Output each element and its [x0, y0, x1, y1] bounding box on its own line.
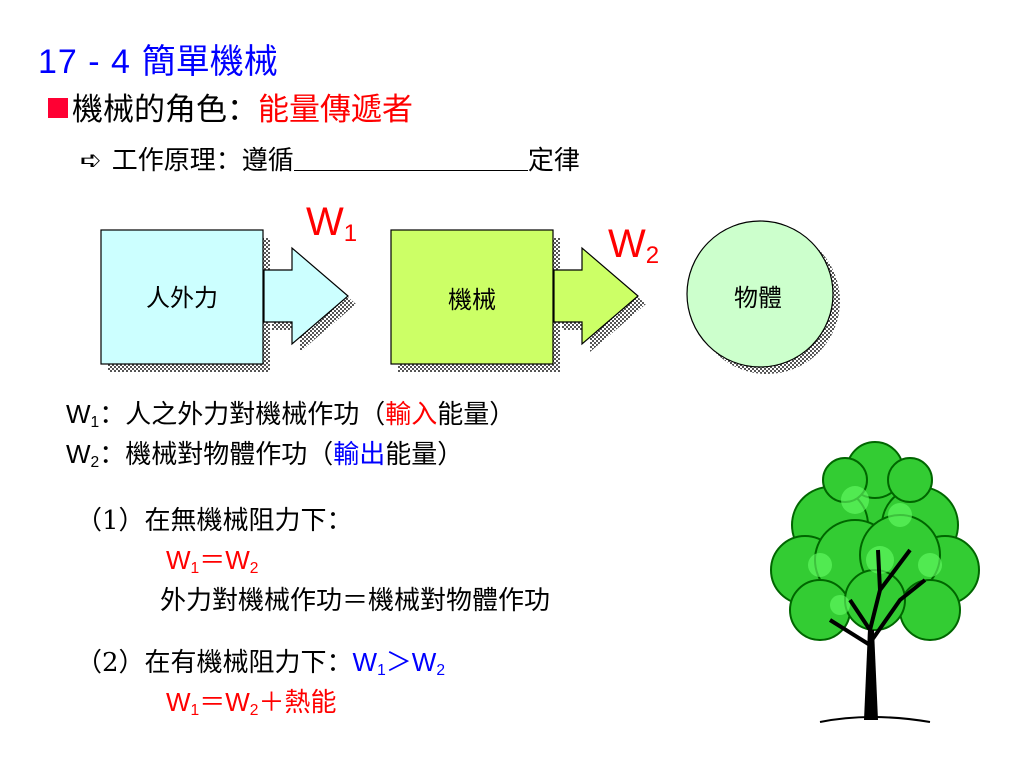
page-title: 17 - 4 簡單機械	[38, 34, 278, 83]
case2-inequality: W1＞W2	[352, 647, 446, 679]
principle-line: ➪ 工作原理：遵循 定律	[80, 140, 580, 177]
section-number: 17 - 4	[38, 43, 131, 81]
section-title: 簡單機械	[141, 42, 278, 82]
role-highlight: 能量傳遞者	[258, 92, 413, 128]
tree-icon	[770, 441, 980, 723]
case1-heading: （1）在無機械阻力下：	[76, 506, 353, 536]
w2-label: W2	[608, 222, 660, 269]
machine-label: 機械	[448, 286, 496, 314]
w1-label: W1	[306, 200, 358, 247]
arrow1-shape	[263, 246, 349, 346]
arrow2-shape	[553, 246, 639, 346]
case1-description: 外力對機械作功＝機械對物體作功	[160, 586, 551, 616]
object-circle	[686, 220, 834, 368]
case1-equation: W1＝W2	[166, 545, 259, 577]
object-label: 物體	[734, 284, 782, 312]
principle-text: 工作原理：遵循	[111, 146, 294, 176]
w1-definition: W1：人之外力對機械作功（輸入能量）	[66, 399, 516, 431]
case2-equation: W1＝W2＋熱能	[166, 687, 337, 719]
external-force-label: 人外力	[146, 284, 218, 312]
role-bullet: 機械的角色：能量傳遞者	[48, 84, 413, 129]
role-label: 機械的角色：	[72, 92, 258, 128]
principle-suffix: 定律	[527, 146, 580, 176]
fill-in-blank	[293, 146, 528, 171]
w2-definition: W2：機械對物體作功（輸出能量）	[66, 439, 464, 471]
machine-box	[390, 229, 554, 365]
external-force-box	[100, 229, 264, 365]
square-bullet-icon	[48, 98, 68, 118]
case2-heading: （2）在有機械阻力下：W1＞W2	[76, 647, 446, 679]
arrow-right-icon: ➪	[80, 146, 102, 176]
